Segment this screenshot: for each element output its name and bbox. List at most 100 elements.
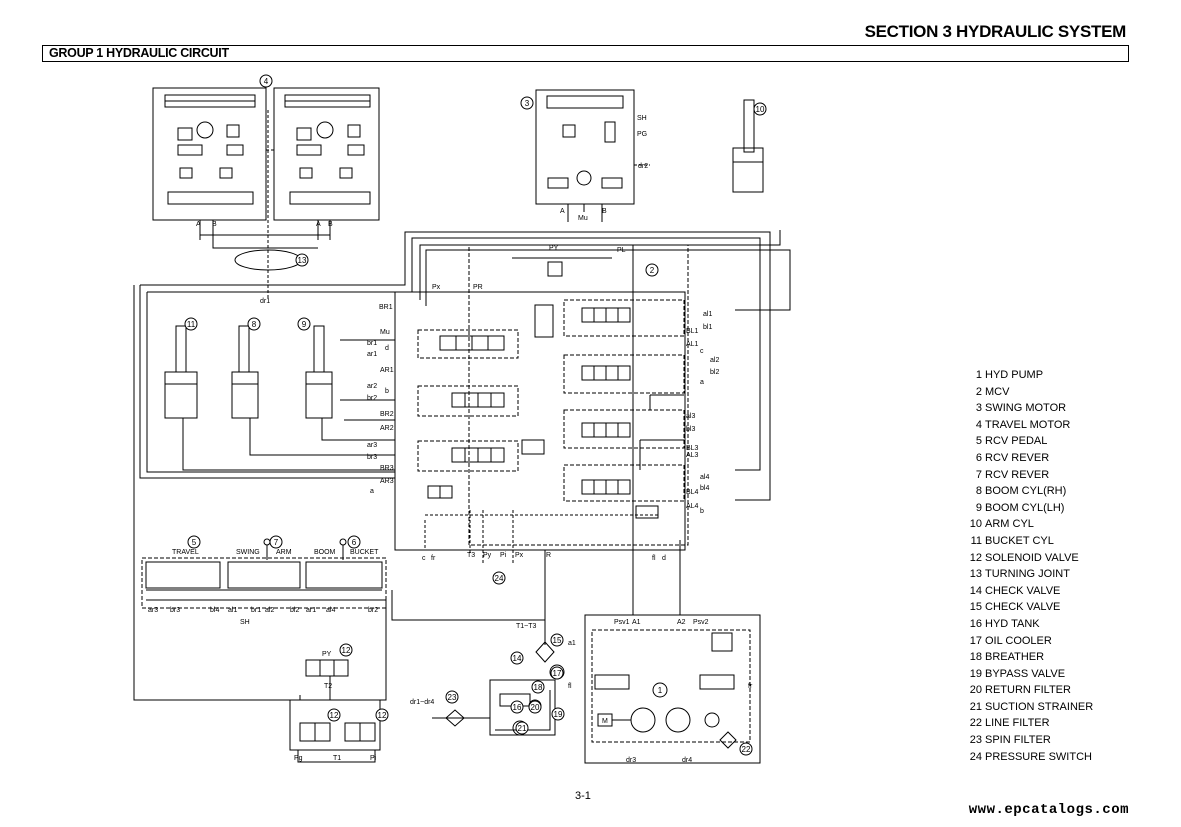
svg-text:AL4: AL4 <box>686 503 699 510</box>
legend-label: TURNING JOINT <box>985 568 1070 581</box>
svg-text:ar1: ar1 <box>306 607 316 614</box>
svg-text:BR2: BR2 <box>380 411 394 418</box>
svg-text:R: R <box>546 552 551 559</box>
legend-label: ARM CYL <box>985 518 1034 531</box>
callout-1: 1 <box>658 686 663 695</box>
legend-number: 12 <box>969 551 982 564</box>
callout-15: 15 <box>553 636 562 645</box>
legend-label: HYD TANK <box>985 617 1040 630</box>
callout-24: 24 <box>495 574 504 583</box>
callout-14: 14 <box>513 654 522 663</box>
legend-number: 21 <box>969 700 982 713</box>
svg-text:ar3: ar3 <box>148 607 158 614</box>
callout-18: 18 <box>534 683 543 692</box>
legend-number: 2 <box>975 385 982 398</box>
svg-text:al1: al1 <box>228 607 237 614</box>
svg-text:dr4: dr4 <box>682 757 692 764</box>
legend-label: PRESSURE SWITCH <box>985 750 1092 763</box>
svg-text:b: b <box>385 388 389 395</box>
legend-number: 8 <box>975 485 982 498</box>
legend-number: 1 <box>975 369 982 381</box>
svg-text:AR1: AR1 <box>380 367 394 374</box>
svg-text:B: B <box>328 221 333 228</box>
legend-label: BOOM CYL(RH) <box>985 485 1067 498</box>
main-control-valve <box>394 244 689 551</box>
svg-text:BR1: BR1 <box>379 304 393 311</box>
svg-text:fl: fl <box>652 555 656 562</box>
callout-13: 13 <box>298 256 307 265</box>
callout-19: 19 <box>554 710 563 719</box>
boom-cylinder-rh <box>231 325 259 419</box>
svg-text:d: d <box>662 555 666 562</box>
legend-label: BREATHER <box>985 651 1045 664</box>
callout-4: 4 <box>264 77 269 86</box>
legend-label: MCV <box>985 385 1010 398</box>
svg-text:BOOM: BOOM <box>314 549 336 556</box>
legend-label: RCV REVER <box>985 451 1050 464</box>
svg-text:dr2: dr2 <box>638 163 648 170</box>
swing-motor <box>535 89 650 222</box>
svg-text:Psv2: Psv2 <box>693 619 709 626</box>
legend-number: 23 <box>969 734 982 747</box>
svg-text:PR: PR <box>473 284 483 291</box>
legend-number: 13 <box>969 568 982 581</box>
callout-3: 3 <box>525 99 530 108</box>
legend-label: CHECK VALVE <box>985 601 1061 614</box>
svg-text:Px: Px <box>432 284 441 291</box>
callout-20: 20 <box>531 703 540 712</box>
legend-number: 10 <box>969 518 982 531</box>
legend-label: SOLENOID VALVE <box>985 551 1079 564</box>
hydraulic-pump-assembly <box>584 245 761 764</box>
svg-text:br3: br3 <box>170 607 180 614</box>
svg-text:fr: fr <box>431 555 436 562</box>
legend-label: OIL COOLER <box>985 634 1052 647</box>
callout-12a: 12 <box>342 646 351 655</box>
svg-text:ARM: ARM <box>276 549 292 556</box>
legend-label: LINE FILTER <box>985 717 1050 730</box>
legend-number: 6 <box>975 451 982 464</box>
svg-text:br3: br3 <box>367 454 377 461</box>
svg-text:bl1: bl1 <box>703 324 712 331</box>
svg-text:c: c <box>422 555 426 562</box>
legend-label: BOOM CYL(LH) <box>985 501 1065 514</box>
svg-text:BL1: BL1 <box>686 328 699 335</box>
callout-22: 22 <box>742 745 751 754</box>
legend-number: 24 <box>969 750 982 763</box>
watermark: www.epcatalogs.com <box>968 802 1129 818</box>
page-number: 3-1 <box>575 790 591 802</box>
hydraulic-tank <box>432 600 565 736</box>
svg-text:d: d <box>385 345 389 352</box>
legend-label: SWING MOTOR <box>985 402 1067 415</box>
travel-motor-right <box>273 87 380 240</box>
callout-8: 8 <box>252 320 257 329</box>
svg-text:br1: br1 <box>251 607 261 614</box>
svg-text:a: a <box>700 379 704 386</box>
svg-text:BUCKET: BUCKET <box>350 549 379 556</box>
callout-21: 21 <box>518 724 527 733</box>
legend-label: SPIN FILTER <box>985 734 1051 747</box>
solenoid-valves <box>289 659 381 763</box>
svg-text:al4: al4 <box>326 607 335 614</box>
legend-label: BYPASS VALVE <box>985 667 1066 680</box>
svg-text:AL1: AL1 <box>686 341 699 348</box>
svg-text:br1: br1 <box>367 340 377 347</box>
travel-motor-left <box>152 87 267 240</box>
callout-11: 11 <box>187 320 196 329</box>
svg-text:c: c <box>700 348 704 355</box>
svg-text:a1: a1 <box>568 640 576 647</box>
svg-text:PY: PY <box>322 651 332 658</box>
